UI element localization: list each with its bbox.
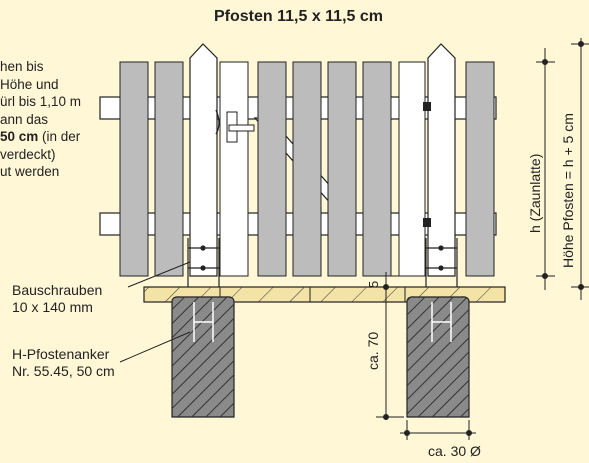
intro-line: hen bis	[0, 59, 44, 74]
intro-line: ürl bis 1,10 m	[0, 94, 82, 109]
intro-text: hen bis Höhe und ürl bis 1,10 m ann das …	[0, 58, 118, 181]
concrete-foundations	[171, 296, 470, 418]
gate-hardware	[215, 102, 431, 227]
intro-line: verdeckt)	[0, 146, 56, 162]
right-post	[427, 43, 456, 277]
gap-label: 5	[366, 280, 381, 288]
slat	[257, 61, 287, 277]
slat	[362, 61, 392, 277]
slat	[292, 61, 322, 277]
intro-line: 50 cm (in der	[0, 128, 118, 146]
left-post	[189, 43, 218, 277]
slat	[154, 61, 184, 277]
fence-posts	[189, 43, 456, 277]
slat	[465, 61, 495, 277]
slat-white	[398, 61, 426, 277]
bolts-label-line1: Bauschrauben	[12, 282, 103, 298]
intro-line: Höhe und	[0, 76, 59, 92]
dimension-lines	[376, 38, 589, 440]
slat	[119, 61, 149, 277]
anchor-label-line2: Nr. 55.45, 50 cm	[12, 363, 115, 379]
leader-lines	[119, 261, 191, 363]
bolts-label: Bauschrauben 10 x 140 mm	[12, 282, 102, 316]
diagram-title: Pfosten 11,5 x 11,5 cm	[214, 8, 383, 25]
fence-height-label: h (Zaunlatte)	[527, 153, 543, 233]
depth-label: ca. 70	[365, 331, 381, 370]
left-foundation-hatch	[172, 296, 234, 417]
width-label: ca. 30 Ø	[428, 443, 481, 459]
post-height-label: Höhe Pfosten = h + 5 cm	[560, 113, 576, 268]
fence-slats	[119, 61, 495, 277]
bolts-label-line2: 10 x 140 mm	[12, 299, 93, 315]
anchor-label-line1: H-Pfostenanker	[12, 346, 110, 362]
intro-line: ut werden	[0, 164, 60, 179]
slat-white	[219, 61, 249, 277]
intro-line: ann das	[0, 111, 49, 127]
slat	[327, 61, 357, 277]
anchor-label: H-Pfostenanker Nr. 55.45, 50 cm	[12, 346, 115, 380]
intro-line-rest: (in der	[38, 129, 81, 144]
intro-bold: 50 cm	[0, 129, 39, 144]
right-foundation-hatch	[407, 296, 469, 417]
